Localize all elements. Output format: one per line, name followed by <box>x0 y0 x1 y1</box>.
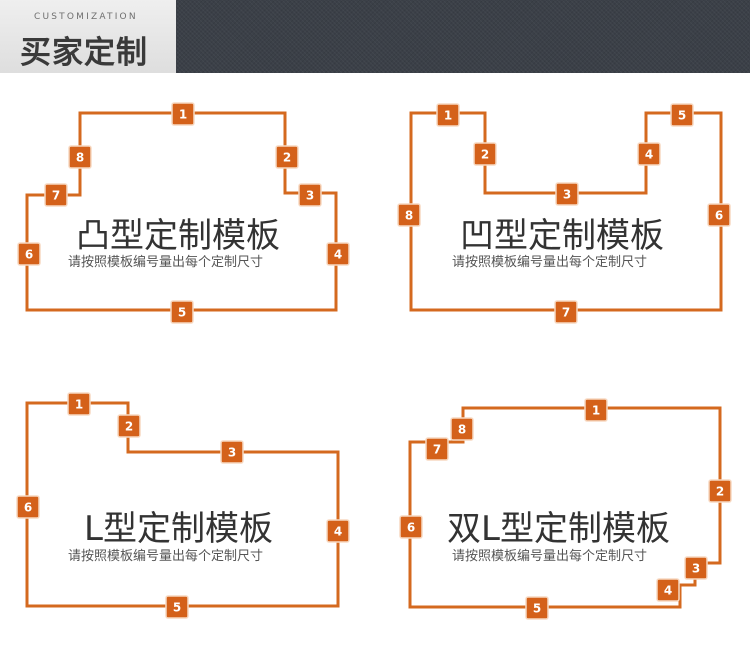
badge-concave-8: 8 <box>397 203 421 227</box>
badge-double-l-4: 4 <box>656 578 680 602</box>
outline-l <box>25 401 340 608</box>
header-title: 买家定制 <box>20 35 148 71</box>
svg-text:6: 6 <box>25 248 33 262</box>
badge-convex-7: 7 <box>44 183 68 207</box>
badge-l-3: 3 <box>220 440 244 464</box>
badge-concave-3: 3 <box>555 182 579 206</box>
svg-text:3: 3 <box>563 188 571 202</box>
svg-text:1: 1 <box>75 398 83 412</box>
svg-text:5: 5 <box>178 306 186 320</box>
badge-convex-5: 5 <box>170 300 194 324</box>
badge-concave-6: 6 <box>707 203 731 227</box>
badge-double-l-7: 7 <box>425 437 449 461</box>
svg-text:8: 8 <box>458 423 466 437</box>
template-description-l: 请按照模板编号量出每个定制尺寸 <box>68 549 264 564</box>
badge-concave-4: 4 <box>637 142 661 166</box>
badge-l-6: 6 <box>16 495 40 519</box>
svg-text:6: 6 <box>715 209 723 223</box>
badge-double-l-1: 1 <box>584 398 608 422</box>
badge-concave-1: 1 <box>436 103 460 127</box>
header-texture-panel <box>176 0 750 73</box>
svg-text:2: 2 <box>716 485 724 499</box>
svg-text:5: 5 <box>173 601 181 615</box>
svg-text:6: 6 <box>407 521 415 535</box>
badge-concave-2: 2 <box>473 142 497 166</box>
badge-double-l-2: 2 <box>708 479 732 503</box>
badge-l-5: 5 <box>165 595 189 619</box>
badge-convex-4: 4 <box>326 242 350 266</box>
header-banner: CUSTOMIZATION 买家定制 <box>0 0 750 73</box>
badge-concave-5: 5 <box>670 103 694 127</box>
badge-convex-8: 8 <box>68 145 92 169</box>
svg-text:5: 5 <box>533 602 541 616</box>
svg-text:4: 4 <box>334 248 342 262</box>
svg-text:8: 8 <box>76 151 84 165</box>
badge-double-l-5: 5 <box>525 596 549 620</box>
badge-convex-6: 6 <box>17 242 41 266</box>
badge-l-4: 4 <box>326 519 350 543</box>
svg-text:4: 4 <box>645 148 653 162</box>
template-title-concave: 凹型定制模板 <box>460 216 664 256</box>
outline-concave <box>409 111 723 312</box>
template-description-concave: 请按照模板编号量出每个定制尺寸 <box>452 255 648 270</box>
svg-text:7: 7 <box>562 306 570 320</box>
svg-text:3: 3 <box>692 562 700 576</box>
badge-convex-3: 3 <box>298 183 322 207</box>
template-title-convex: 凸型定制模板 <box>76 216 280 256</box>
badge-double-l-8: 8 <box>450 417 474 441</box>
badge-convex-1: 1 <box>171 102 195 126</box>
badge-double-l-6: 6 <box>399 515 423 539</box>
svg-text:3: 3 <box>306 189 314 203</box>
header-subtitle: CUSTOMIZATION <box>34 12 138 22</box>
template-description-double-l: 请按照模板编号量出每个定制尺寸 <box>452 549 648 564</box>
template-concave: 1 2 3 4 5 6 7 8 <box>397 103 731 324</box>
svg-text:2: 2 <box>283 151 291 165</box>
svg-text:7: 7 <box>52 189 60 203</box>
template-double-l: 1 2 3 4 5 6 7 8 <box>399 398 732 620</box>
svg-text:1: 1 <box>179 108 187 122</box>
header-title-panel <box>0 0 176 73</box>
svg-text:1: 1 <box>592 404 600 418</box>
template-l: 1 2 3 4 5 6 <box>16 392 350 619</box>
svg-text:4: 4 <box>334 525 342 539</box>
template-convex: 1 2 3 4 5 6 7 8 <box>17 102 350 324</box>
svg-text:6: 6 <box>24 501 32 515</box>
svg-text:5: 5 <box>678 109 686 123</box>
svg-text:2: 2 <box>125 420 133 434</box>
template-title-l: L型定制模板 <box>84 509 273 549</box>
badge-double-l-3: 3 <box>684 556 708 580</box>
badge-convex-2: 2 <box>275 145 299 169</box>
badge-l-1: 1 <box>67 392 91 416</box>
badge-l-2: 2 <box>117 414 141 438</box>
svg-text:2: 2 <box>481 148 489 162</box>
svg-text:1: 1 <box>444 109 452 123</box>
template-description-convex: 请按照模板编号量出每个定制尺寸 <box>68 255 264 270</box>
svg-text:3: 3 <box>228 446 236 460</box>
badge-concave-7: 7 <box>554 300 578 324</box>
svg-text:7: 7 <box>433 443 441 457</box>
svg-text:8: 8 <box>405 209 413 223</box>
svg-text:4: 4 <box>664 584 672 598</box>
template-title-double-l: 双L型定制模板 <box>447 509 670 549</box>
